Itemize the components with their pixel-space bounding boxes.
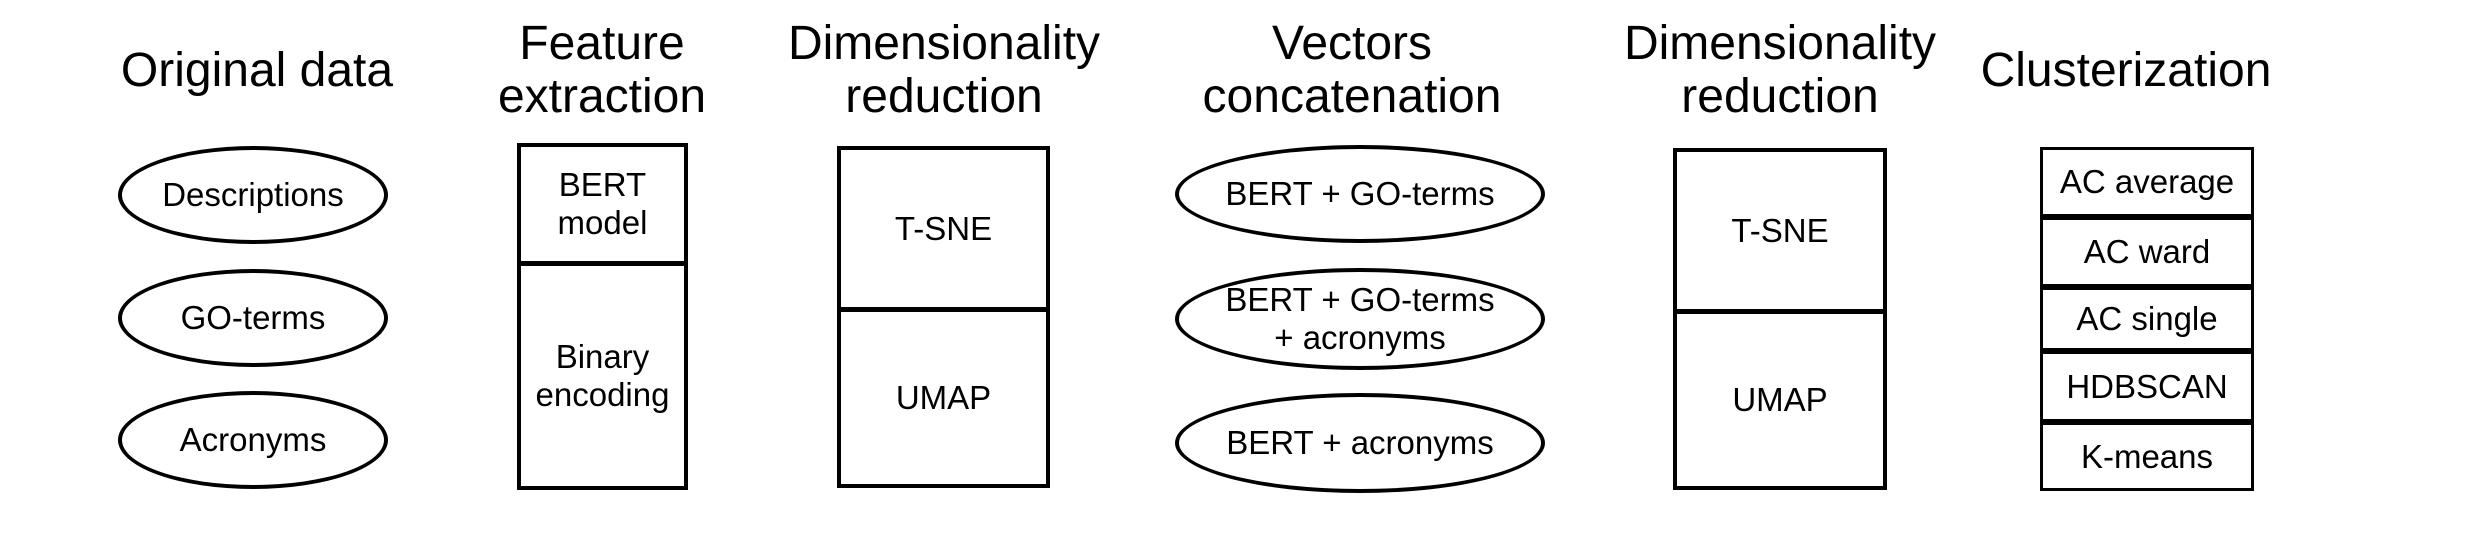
ellipse-go-terms-label: GO-terms	[180, 299, 326, 336]
section-umap-2: UMAP	[1677, 314, 1883, 486]
cell-ac-average: AC average	[2040, 147, 2254, 217]
cell-ac-single: AC single	[2040, 287, 2254, 351]
section-binary-encoding: Binary encoding	[521, 266, 684, 486]
section-tsne-2: T-SNE	[1677, 152, 1883, 314]
ellipse-bert-go-terms-acronyms-label: BERT + GO-terms + acronyms	[1225, 281, 1495, 356]
cell-ac-ward: AC ward	[2040, 217, 2254, 287]
box-dimensionality-reduction-2: T-SNE UMAP	[1673, 148, 1887, 490]
cell-k-means-label: K-means	[2080, 437, 2214, 475]
ellipse-descriptions: Descriptions	[118, 146, 388, 244]
section-umap-1-label: UMAP	[895, 379, 992, 416]
cell-ac-average-label: AC average	[2059, 163, 2235, 200]
ellipse-bert-go-terms: BERT + GO-terms	[1175, 145, 1545, 243]
ellipse-go-terms: GO-terms	[118, 269, 388, 367]
cell-ac-single-label: AC single	[2076, 300, 2218, 337]
section-tsne-2-label: T-SNE	[1731, 211, 1829, 249]
section-bert-model-label: BERT model	[557, 166, 648, 241]
cell-hdbscan: HDBSCAN	[2040, 351, 2254, 422]
stage-title-original-data: Original data	[120, 44, 394, 97]
stage-title-dimensionality-reduction-2: Dimensionality reduction	[1623, 17, 1937, 123]
section-tsne-1-label: T-SNE	[894, 209, 993, 247]
stage-title-dimensionality-reduction-1: Dimensionality reduction	[787, 17, 1101, 123]
ellipse-acronyms-label: Acronyms	[179, 421, 327, 458]
section-binary-encoding-label: Binary encoding	[535, 338, 670, 413]
cell-ac-ward-label: AC ward	[2083, 233, 2211, 270]
cell-hdbscan-label: HDBSCAN	[2066, 367, 2228, 405]
ellipse-acronyms: Acronyms	[118, 391, 388, 489]
section-umap-2-label: UMAP	[1732, 381, 1828, 418]
ellipse-bert-go-terms-acronyms: BERT + GO-terms + acronyms	[1175, 268, 1545, 370]
stage-title-feature-extraction: Feature extraction	[497, 17, 707, 123]
cell-k-means: K-means	[2040, 422, 2254, 491]
section-umap-1: UMAP	[841, 312, 1046, 484]
stage-title-vectors-concatenation: Vectors concatenation	[1202, 17, 1502, 123]
ellipse-bert-acronyms: BERT + acronyms	[1175, 393, 1545, 493]
box-dimensionality-reduction-1: T-SNE UMAP	[837, 146, 1050, 488]
stage-title-clusterization: Clusterization	[1980, 44, 2272, 97]
section-tsne-1: T-SNE	[841, 150, 1046, 312]
section-bert-model: BERT model	[521, 147, 684, 266]
box-feature-extraction: BERT model Binary encoding	[517, 143, 688, 490]
ellipse-bert-acronyms-label: BERT + acronyms	[1226, 424, 1494, 461]
ellipse-descriptions-label: Descriptions	[162, 176, 344, 213]
ellipse-bert-go-terms-label: BERT + GO-terms	[1225, 175, 1495, 212]
